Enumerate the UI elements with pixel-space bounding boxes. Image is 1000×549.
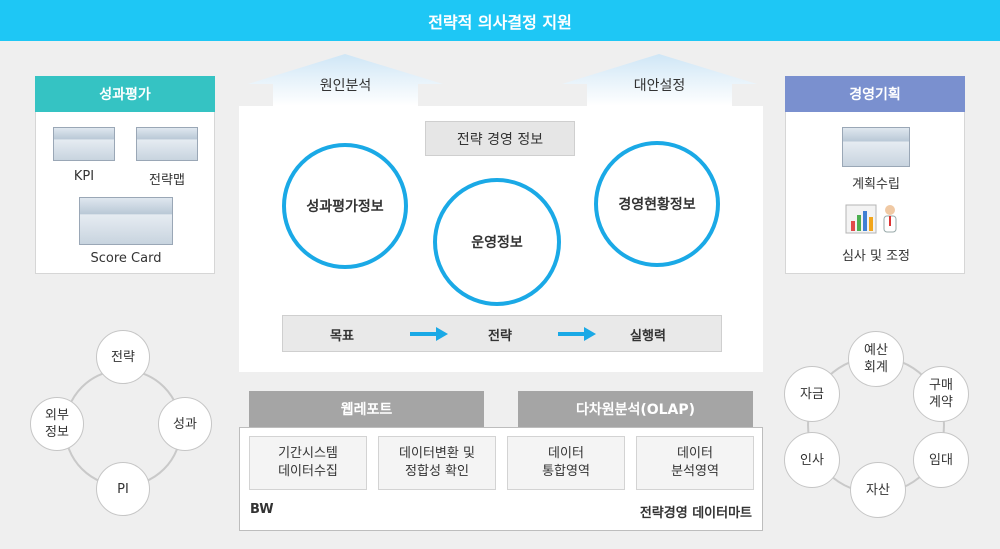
kpi-screenshot-icon	[53, 127, 115, 161]
strategic-info-title: 전략 경영 정보	[425, 121, 575, 156]
right-cycle-node-funds: 자금	[784, 366, 840, 422]
right-cycle-node-hr: 인사	[784, 432, 840, 488]
right-cycle-node-lease: 임대	[913, 432, 969, 488]
kpi-label: KPI	[73, 169, 95, 184]
flow-strategy-label: 전략	[488, 329, 512, 344]
performance-evaluation-panel: 성과평가 KPI 전략맵 Score Card	[35, 76, 215, 274]
business-status-info-circle: 경영현황정보	[594, 141, 720, 267]
review-adjust-label: 심사 및 조정	[841, 249, 911, 264]
operation-info-circle: 운영정보	[433, 178, 561, 306]
cause-analysis-label: 원인분석	[319, 78, 372, 94]
performance-evaluation-title: 성과평가	[35, 76, 215, 112]
flow-goal-label: 목표	[330, 329, 354, 344]
alternative-setting-arrow	[562, 54, 757, 106]
right-cycle-node-asset: 자산	[850, 462, 906, 518]
planning-screenshot-icon	[842, 127, 910, 167]
data-transform-box: 데이터변환 및 정합성 확인	[378, 436, 496, 490]
planning-label: 계획수립	[852, 177, 900, 192]
business-planning-panel: 경영기획 계획수립 심사 및 조정	[785, 76, 965, 274]
performance-info-circle: 성과평가정보	[282, 143, 408, 269]
goal-strategy-execution-bar	[282, 315, 722, 352]
left-cycle-node-strategy: 전략	[96, 330, 150, 384]
data-analysis-box: 데이터 분석영역	[636, 436, 754, 490]
data-mart-label: 전략경영 데이터마트	[639, 506, 752, 521]
page-title: 전략적 의사결정 지원	[428, 12, 572, 32]
left-cycle-node-pi: PI	[96, 462, 150, 516]
olap-tab: 다차원분석(OLAP)	[518, 391, 753, 427]
flow-arrow-icon	[410, 327, 448, 341]
right-cycle-node-purchase-contract: 구매 계약	[913, 366, 969, 422]
review-chart-icon	[845, 204, 897, 234]
score-card-label: Score Card	[90, 251, 162, 266]
bw-label: BW	[250, 502, 274, 517]
data-integration-box: 데이터 통합영역	[507, 436, 625, 490]
right-cycle-node-budget-accounting: 예산 회계	[848, 331, 904, 387]
source-data-collection-box: 기간시스템 데이터수집	[249, 436, 367, 490]
alternative-setting-label: 대안설정	[633, 78, 686, 94]
page-header: 전략적 의사결정 지원	[0, 0, 1000, 41]
strategy-map-screenshot-icon	[136, 127, 198, 161]
flow-execution-label: 실행력	[630, 329, 666, 344]
cause-analysis-arrow	[248, 54, 443, 106]
left-cycle-node-external-info: 외부 정보	[30, 397, 84, 451]
flow-arrow-icon	[558, 327, 596, 341]
left-cycle-node-performance: 성과	[158, 397, 212, 451]
business-planning-title: 경영기획	[785, 76, 965, 112]
score-card-screenshot-icon	[79, 197, 173, 245]
web-report-tab: 웹레포트	[249, 391, 484, 427]
strategy-map-label: 전략맵	[149, 173, 185, 188]
